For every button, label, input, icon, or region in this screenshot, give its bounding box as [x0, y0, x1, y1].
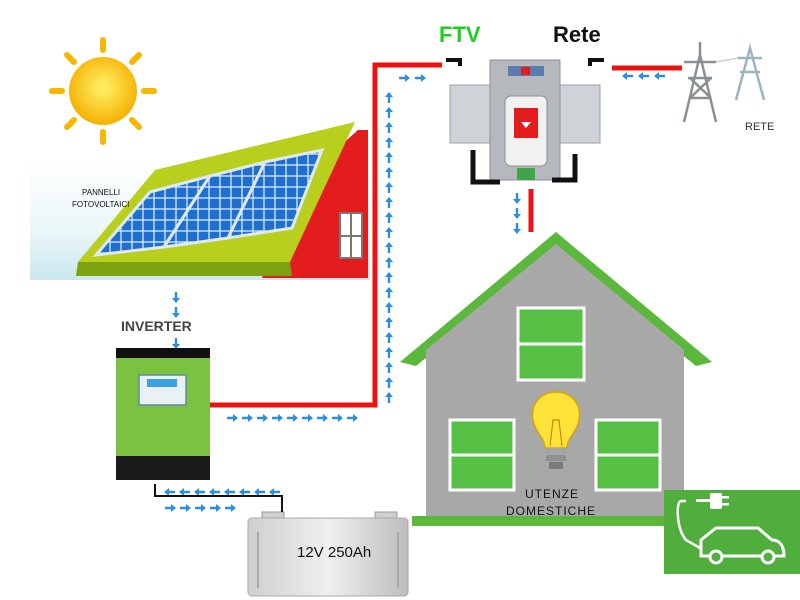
flow-arrow-icon	[180, 504, 191, 512]
flow-arrow-icon	[302, 414, 313, 422]
flow-arrows	[164, 72, 665, 512]
flow-arrow-icon	[272, 414, 283, 422]
flow-arrow-icon	[254, 488, 265, 496]
flow-arrow-icon	[385, 302, 393, 313]
flow-arrow-icon	[172, 338, 180, 349]
flow-arrow-icon	[385, 287, 393, 298]
flow-arrow-icon	[385, 317, 393, 328]
flow-arrow-icon	[385, 362, 393, 373]
flow-arrow-icon	[239, 488, 250, 496]
flow-arrow-icon	[385, 272, 393, 283]
transfer-switch-icon	[442, 55, 604, 189]
flow-arrow-icon	[385, 227, 393, 238]
flow-arrow-icon	[242, 414, 253, 422]
flow-arrow-icon	[269, 488, 280, 496]
ftv-wire	[208, 62, 444, 408]
flow-arrow-icon	[332, 414, 343, 422]
ftv-label: FTV	[439, 22, 481, 47]
flow-arrow-icon	[385, 212, 393, 223]
flow-arrow-icon	[399, 74, 410, 82]
domestiche-label: DOMESTICHE	[506, 504, 597, 518]
utenze-label: UTENZE	[525, 487, 579, 501]
rete-grid-label: RETE	[745, 121, 775, 133]
flow-arrow-icon	[385, 347, 393, 358]
flow-arrow-icon	[513, 223, 521, 234]
rete-label: Rete	[553, 22, 601, 47]
fotovoltaici-label: FOTOVOLTAICI	[72, 200, 130, 209]
electric-car-icon	[699, 526, 786, 565]
flow-arrow-icon	[209, 488, 220, 496]
flow-arrow-icon	[227, 414, 238, 422]
flow-arrow-icon	[385, 182, 393, 193]
flow-arrow-icon	[172, 292, 180, 303]
flow-arrow-icon	[385, 107, 393, 118]
flow-arrow-icon	[654, 72, 665, 80]
light-bulb-icon	[531, 391, 581, 469]
flow-arrow-icon	[385, 167, 393, 178]
plug-icon	[696, 493, 729, 509]
flow-arrow-icon	[172, 307, 180, 318]
flow-arrow-icon	[385, 377, 393, 388]
flow-arrow-icon	[638, 72, 649, 80]
battery-icon	[154, 484, 409, 597]
flow-arrow-icon	[164, 488, 175, 496]
flow-arrow-icon	[385, 197, 393, 208]
house	[400, 232, 712, 526]
flow-arrow-icon	[513, 193, 521, 204]
flow-arrow-icon	[385, 92, 393, 103]
flow-arrow-icon	[622, 72, 633, 80]
flow-arrow-icon	[415, 74, 426, 82]
flow-arrow-icon	[287, 414, 298, 422]
flow-arrow-icon	[385, 242, 393, 253]
flow-arrow-icon	[224, 488, 235, 496]
flow-arrow-icon	[194, 488, 205, 496]
flow-arrow-icon	[513, 208, 521, 219]
house-window-right	[594, 418, 662, 492]
battery-label: 12V 250Ah	[297, 544, 372, 561]
flow-arrow-icon	[385, 392, 393, 403]
power-wires	[208, 62, 682, 408]
house-window-top	[516, 306, 586, 382]
sun-icon	[49, 37, 157, 145]
flow-arrow-icon	[257, 414, 268, 422]
pv-panel-roof	[30, 122, 370, 280]
flow-arrow-icon	[317, 414, 328, 422]
flow-arrow-icon	[385, 257, 393, 268]
pylon-icon	[682, 42, 766, 123]
house-window-left	[448, 418, 516, 492]
flow-arrow-icon	[225, 504, 236, 512]
flow-arrow-icon	[385, 332, 393, 343]
inverter-label: INVERTER	[121, 318, 192, 334]
flow-arrow-icon	[179, 488, 190, 496]
flow-arrow-icon	[195, 504, 206, 512]
flow-arrow-icon	[385, 137, 393, 148]
flow-arrow-icon	[385, 122, 393, 133]
ev-charger	[664, 490, 800, 574]
flow-arrow-icon	[165, 504, 176, 512]
inverter-icon	[116, 348, 210, 480]
flow-arrow-icon	[347, 414, 358, 422]
flow-arrow-icon	[385, 152, 393, 163]
pannelli-label: PANNELLI	[82, 188, 121, 197]
flow-arrow-icon	[210, 504, 221, 512]
